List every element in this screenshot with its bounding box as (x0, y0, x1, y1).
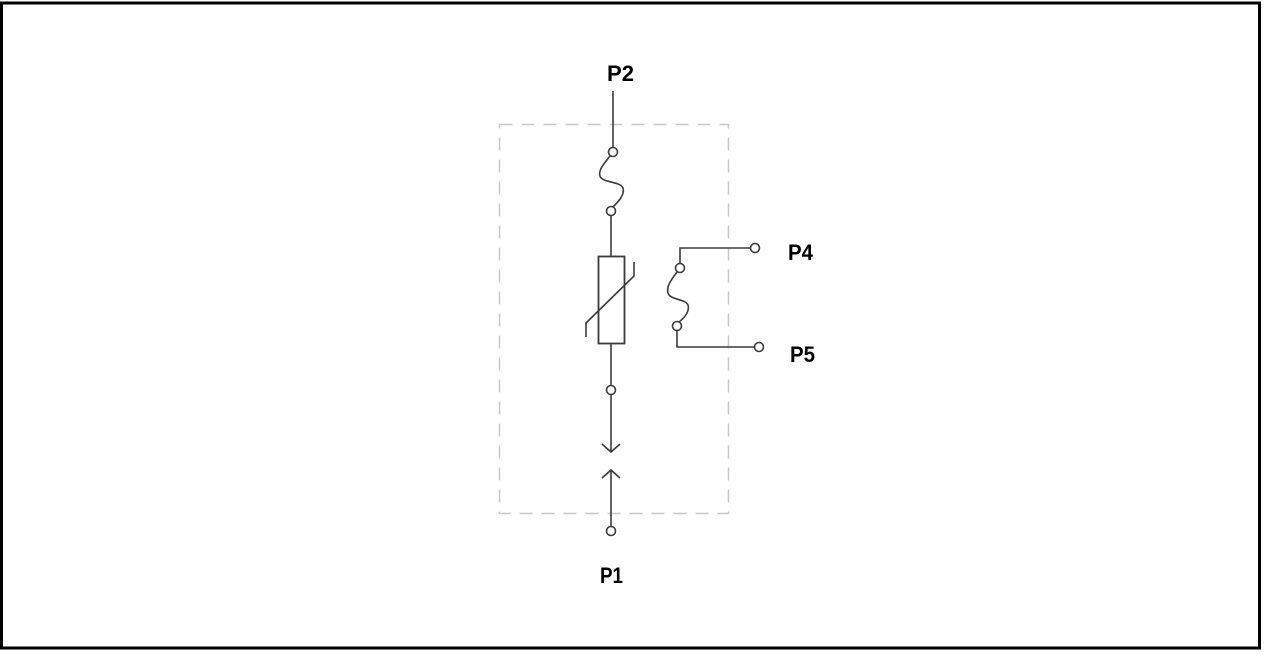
plug-arrow-down-icon (601, 394, 621, 454)
signal-fuse-icon (666, 242, 765, 353)
node-terminal-icon (605, 384, 617, 396)
p1-terminal-icon (605, 525, 617, 537)
terminal-label-p2: P2 (607, 61, 634, 86)
terminal-label-p5: P5 (790, 342, 815, 367)
socket-arrow-up-icon (601, 468, 621, 527)
terminal-label-p4: P4 (788, 240, 814, 265)
terminal-label-p1: P1 (600, 563, 623, 588)
device-enclosure (498, 123, 730, 515)
main-fuse-icon (598, 146, 625, 217)
varistor-icon (585, 255, 635, 345)
